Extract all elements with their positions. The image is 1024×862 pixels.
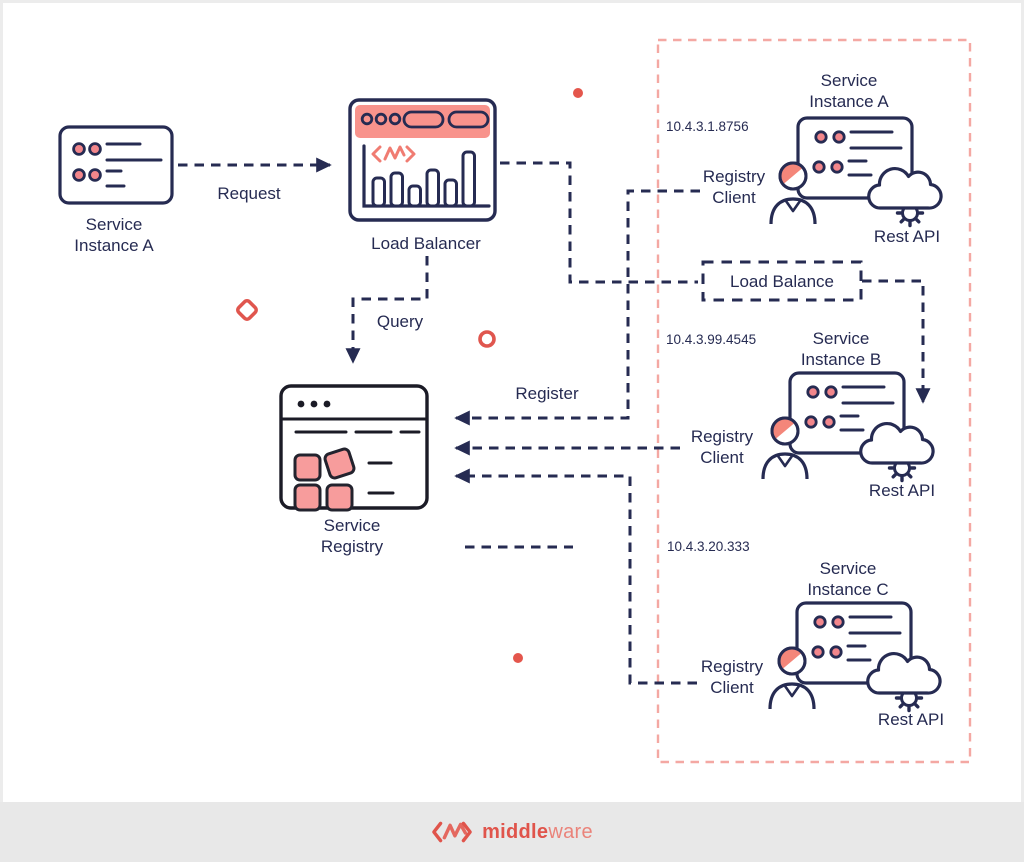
- wordmark-bold: middle: [482, 820, 549, 843]
- decor-dot-bottom: [513, 653, 523, 663]
- decor-ring: [478, 330, 496, 348]
- service-instance-b-icon: [761, 371, 935, 483]
- client-card-icon: [58, 125, 174, 205]
- client-instance-label: Service Instance A: [74, 215, 154, 255]
- lb-to-loadbalance-line: [500, 161, 698, 284]
- service-registry-icon: [279, 384, 429, 512]
- instance-a-registry-client-label: Registry Client: [702, 167, 766, 207]
- instance-a-rest-api-label: Rest API: [873, 227, 941, 246]
- load-balancer-icon: [348, 98, 497, 222]
- load-balance-box: [701, 260, 863, 302]
- middleware-logo-icon: [432, 821, 472, 843]
- wordmark-light: ware: [548, 820, 593, 843]
- register-arrow-a: [454, 189, 700, 426]
- instance-b-title: Service Instance B: [800, 329, 882, 369]
- instance-b-registry-client-label: Registry Client: [690, 427, 754, 467]
- register-label: Register: [515, 384, 579, 403]
- registry-blocks: [293, 447, 356, 512]
- instance-b-ip: 10.4.3.99.4545: [666, 332, 757, 347]
- instance-c-ip: 10.4.3.20.333: [667, 539, 750, 554]
- instance-a-title: Service Instance A: [809, 71, 889, 111]
- loadbalance-to-restapi-arrow: [862, 279, 931, 404]
- query-arrow: [345, 256, 429, 364]
- instances-panel-border: [656, 38, 972, 764]
- instance-c-registry-client-label: Registry Client: [700, 657, 764, 697]
- instance-a-ip: 10.4.3.1.8756: [666, 119, 749, 134]
- service-registry-label: Service Registry: [320, 516, 384, 556]
- bar-chart: [371, 150, 476, 208]
- flow-lines: [178, 157, 931, 685]
- load-balancer-label: Load Balancer: [371, 234, 481, 253]
- instance-c-rest-api-label: Rest API: [877, 710, 945, 729]
- middleware-glyph-small: [371, 145, 416, 163]
- register-arrow-c: [454, 468, 697, 685]
- decor-diamond: [236, 299, 258, 321]
- decor-dot-top: [573, 88, 583, 98]
- query-label: Query: [376, 312, 424, 331]
- footer-bar: middleware: [0, 802, 1024, 862]
- instance-b-rest-api-label: Rest API: [868, 481, 936, 500]
- service-instance-a-icon: [769, 116, 943, 228]
- instance-c-title: Service Instance C: [807, 559, 889, 599]
- load-balance-box-label: Load Balance: [730, 272, 834, 291]
- middleware-wordmark: middleware: [482, 821, 593, 844]
- request-label: Request: [217, 184, 281, 203]
- service-instance-c-icon: [768, 601, 942, 713]
